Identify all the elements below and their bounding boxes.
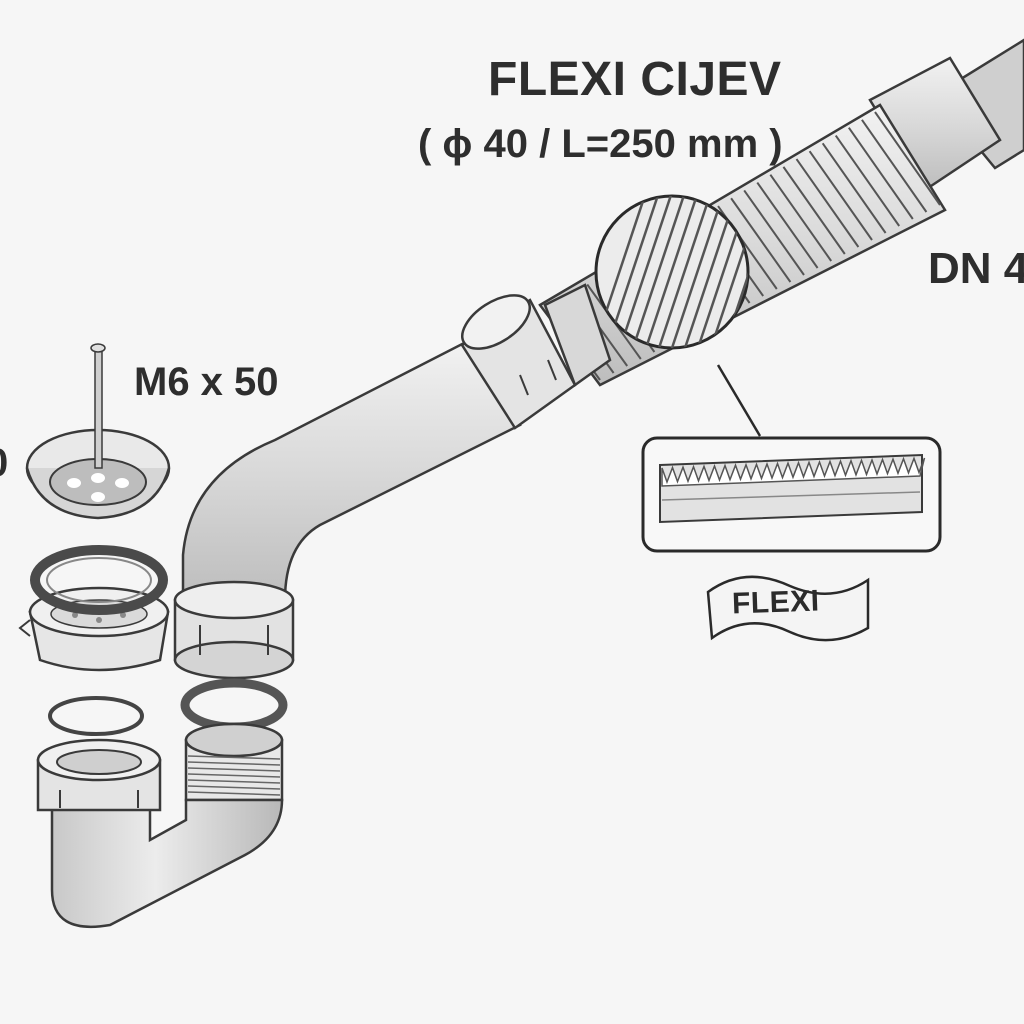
coupling-nut-upper <box>460 283 612 430</box>
decor-line <box>848 127 914 220</box>
decor-line <box>834 134 901 227</box>
decor-line <box>187 785 281 790</box>
coupling-nut-lower <box>173 580 295 680</box>
decor-line <box>874 111 941 206</box>
decor-line <box>756 181 819 269</box>
decor-line <box>769 174 833 262</box>
decor-line <box>187 755 281 760</box>
decor-line <box>795 158 860 248</box>
diagram-title: FLEXI CIJEV <box>488 53 782 106</box>
decor-line <box>187 767 281 772</box>
decor-line <box>187 761 281 766</box>
decor-line <box>730 197 792 283</box>
decor-line <box>743 189 805 276</box>
decor-line <box>861 119 928 213</box>
central-screw <box>90 343 106 469</box>
trap-body <box>50 798 284 929</box>
decor-line <box>187 791 281 796</box>
decor-line <box>627 196 691 348</box>
cropped-size-label: 0 <box>0 441 8 486</box>
flexi-ribbon <box>706 575 870 642</box>
decor-line <box>187 773 281 778</box>
trap-threaded-spigot <box>184 722 284 802</box>
elbow-gasket <box>180 678 288 732</box>
elbow-pipe <box>181 338 522 602</box>
hose-spec-subtitle: ( ϕ 40 / L=250 mm ) <box>418 122 783 166</box>
inlet-o-ring <box>48 696 144 736</box>
decor-line <box>782 166 846 255</box>
sink-gasket <box>30 545 168 615</box>
pipe-size-label: DN 4 <box>928 244 1024 293</box>
decor-line <box>640 196 704 348</box>
screw-size-label: M6 x 50 <box>134 360 279 404</box>
decor-line <box>808 150 873 241</box>
decor-line <box>653 196 717 348</box>
decor-line <box>705 196 748 348</box>
decor-line <box>614 196 678 348</box>
end-pipe <box>868 38 1024 192</box>
flexi-tag-label: FLEXI <box>731 584 821 621</box>
hose-cross-section-callout <box>641 436 942 553</box>
spigot-threads <box>187 755 281 796</box>
decor-line <box>187 779 281 784</box>
trap-inlet-nut <box>36 738 162 812</box>
decor-line <box>821 142 887 234</box>
cross-section-teeth <box>661 456 926 487</box>
